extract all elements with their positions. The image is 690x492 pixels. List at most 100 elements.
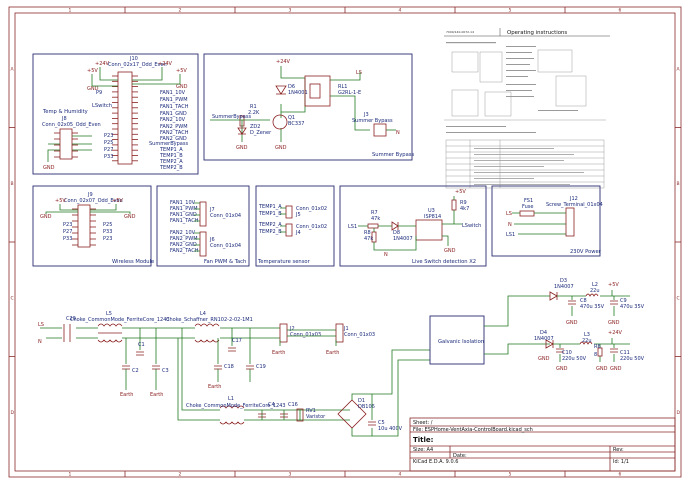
j9-label-p23b: P23 [103, 236, 112, 242]
galvanic-isolation-block [429, 315, 485, 365]
r9-value: 4k7 [460, 206, 469, 212]
r6-value: 8 [594, 352, 597, 358]
section-summer-bypass [203, 53, 413, 161]
j9-label-p25: P25 [103, 222, 112, 228]
c5-value: 10u 400V [378, 426, 403, 432]
q1-value: BC337 [288, 121, 304, 127]
l4-value: Choke_Schaffner_RN102-2-02-1M1 [166, 317, 253, 323]
power-230-circuit: FS1 Fuse LS N LS1 J12 Screw_Terminal_01x… [506, 196, 603, 238]
j2-body [279, 323, 288, 343]
c9-ref: C9 [620, 298, 627, 304]
out-gnd-1: GND [566, 320, 578, 326]
r1-ref: R1 [250, 104, 257, 110]
c1-ref: C1 [138, 342, 145, 348]
section-title-live-switch: Live Switch detection X2 [412, 259, 476, 265]
j10-label-fan1-tach: FAN1_TACH [160, 104, 189, 110]
l5-ref: L5 [106, 311, 112, 317]
section-title-wireless: Wireless Module [112, 259, 154, 265]
r1-value: 2.2K [248, 110, 260, 116]
j10-label-p27: P27 [104, 147, 113, 153]
j7-label-2: FAN1_PWM [170, 206, 198, 212]
j10-pins [112, 75, 138, 162]
c9-value: 470u 35V [620, 304, 645, 310]
out-gnd-4: GND [556, 366, 568, 372]
j9-gnd-left: GND [40, 214, 52, 220]
j3-body [373, 123, 387, 137]
zd2-value: D_Zener [250, 130, 272, 136]
lsw-lswitch: LSwitch [462, 223, 481, 229]
sb-label-summerbypass: SummerBypass [212, 114, 251, 120]
c19-ref: C19 [256, 364, 266, 370]
tb-title: Title: [413, 436, 434, 444]
datasheet-title: Operating instructions [507, 30, 567, 36]
j6-ref: J6 [209, 237, 215, 243]
j10-power: +24V +5V +24V +5V GND GND [87, 61, 188, 92]
r7-ref: R7 [371, 210, 378, 216]
j10-label-p25: P25 [104, 140, 113, 146]
l3-ref: L3 [584, 332, 590, 338]
datasheet-code: 7000/140-0072-14 [446, 30, 474, 34]
tb-size: Size: A4 [413, 447, 433, 453]
j1-body [335, 323, 344, 343]
output-rails: D3 1N4007 L2 22u C8 470u 35V C9 470u 35V… [484, 278, 645, 372]
j10-label-p33: P33 [104, 154, 113, 160]
c20-ref: C20 [66, 316, 76, 322]
u3-value: ISP814 [424, 214, 441, 220]
d8-value: 1N4007 [393, 236, 413, 242]
j4-label-1: TEMP2_A [258, 222, 282, 228]
rl1-coil [309, 83, 321, 99]
tb-sheet: Sheet: / [413, 420, 433, 426]
section-title-temp-sensor: Temperature sensor [257, 259, 311, 265]
title-block-box [409, 417, 676, 472]
rl1-value: G2RL-1-E [338, 90, 361, 96]
j7-body [199, 201, 207, 227]
j2-value: Conn_01x03 [290, 332, 321, 338]
j2-ref: J2 [289, 326, 295, 332]
frame-row-label: C [11, 295, 14, 301]
j10-label-fan2-10v: FAN2_10V [160, 117, 186, 123]
j4-label-2: TEMP2_B [258, 229, 282, 235]
frame-col-label: 6 [619, 472, 622, 478]
j9-pins [72, 208, 96, 246]
r8-value: 47k [364, 236, 373, 242]
lsw-gnd: GND [444, 248, 456, 254]
j10-power-24v-right: +24V [158, 61, 173, 67]
j10-label-temp2-a: TEMP2_A [159, 159, 183, 165]
j7-label-4: FAN1_TACH [170, 218, 199, 224]
fs1-body [519, 210, 535, 217]
c11-ref: C11 [620, 350, 630, 356]
j7-label-3: FAN1_GND [170, 212, 197, 218]
l5-value: Choke_CommonMode_FerriteCore_1243 [70, 317, 170, 323]
tb-file: File: ESPHome-VentAxia-ControlBoard.kica… [413, 427, 533, 433]
l3-value: 22u [582, 338, 592, 344]
j10-label-temp2-b: TEMP2_B [159, 165, 183, 171]
j9-label-p33b: P33 [103, 229, 112, 235]
j9-body [77, 204, 91, 248]
out-gnd-5: GND [596, 366, 608, 372]
fs1-value: Fuse [522, 204, 533, 210]
lsw-n: N [384, 252, 388, 258]
frame-row-label: B [677, 181, 680, 187]
ps-earth-2: Earth [150, 392, 163, 398]
frame-ticks [9, 7, 681, 477]
l1-value: Choke_CommonMode_FerriteCore_1243 [186, 403, 286, 409]
d1-ref: D1 [358, 398, 365, 404]
d4-ref: D4 [540, 330, 547, 336]
lsw-ls1: LS1 [348, 224, 357, 230]
d3-value: 1N4007 [554, 284, 574, 290]
r9-body [451, 199, 457, 211]
j6-value: Conn_01x04 [210, 243, 241, 249]
r8-ref: R8 [364, 230, 371, 236]
j10-power-24v: +24V [95, 61, 110, 67]
frame-col-label: 3 [289, 472, 292, 478]
frame-col-label: 6 [619, 8, 622, 14]
rv1-body [296, 408, 304, 422]
sb-n: N [396, 130, 400, 136]
section-wireless [32, 185, 152, 267]
d4-value: 1N4007 [534, 336, 554, 342]
connector-j4: Conn_01x02 J4 TEMP2_A TEMP2_B [258, 222, 327, 237]
j10-body [117, 71, 133, 165]
j9-gnd-right: GND [124, 214, 136, 220]
section-label-lswitch: LSwitch [92, 103, 112, 109]
